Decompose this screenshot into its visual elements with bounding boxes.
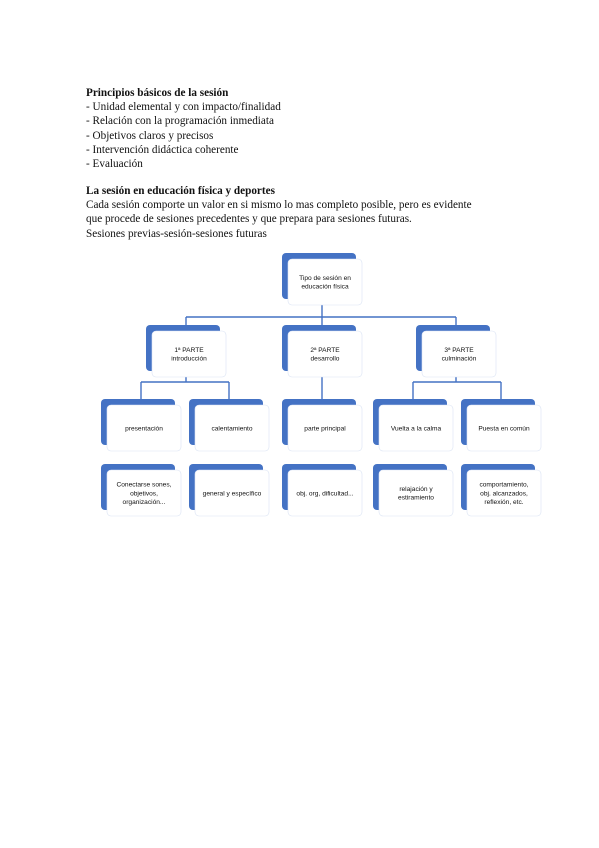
paragraph-line: Sesiones previas-sesión-sesiones futuras <box>86 227 267 240</box>
detail-node: general y específico <box>189 464 270 517</box>
step-node: calentamiento <box>189 399 270 452</box>
node-label: 1ª PARTE <box>174 347 204 354</box>
node-label: objetivos, <box>130 490 158 497</box>
root-node: Tipo de sesión en educación física <box>282 253 363 306</box>
node-label: 3ª PARTE <box>444 347 474 354</box>
node-card <box>466 404 542 452</box>
node-card <box>287 330 363 378</box>
node-label: Tipo de sesión en <box>299 275 351 282</box>
detail-node: relajación y estiramiento <box>373 464 454 517</box>
node-label: relajación y <box>399 486 433 493</box>
detail-node: comportamiento,obj. alcanzados, reflexión… <box>461 464 542 517</box>
node-label: obj. org, dificultad... <box>296 490 353 497</box>
node-label: reflexión, etc. <box>484 499 523 506</box>
node-label: introducción <box>171 356 207 363</box>
step-node: Vuelta a la calma <box>373 399 454 452</box>
list-item: - Evaluación <box>86 158 143 171</box>
node-label: desarrollo <box>311 356 340 363</box>
list-item: - Intervención didáctica coherente <box>86 143 239 156</box>
node-card <box>106 469 182 517</box>
session-section: La sesión en educación física y deportes… <box>86 184 526 241</box>
node-card <box>287 258 363 306</box>
node-label: Conectarse sones, <box>117 482 172 489</box>
node-label: presentación <box>125 425 163 432</box>
paragraph-line: que procede de sesiones precedentes y qu… <box>86 213 412 226</box>
detail-node: Conectarse sones,objetivos, organización.… <box>101 464 182 517</box>
part-node-1: 1ª PARTE introducción <box>146 325 227 378</box>
node-card <box>106 404 182 452</box>
node-card <box>378 469 454 517</box>
node-label: obj. alcanzados, <box>480 490 528 497</box>
node-label: Puesta en común <box>478 425 530 432</box>
detail-node: obj. org, dificultad... <box>282 464 363 517</box>
node-card <box>287 404 363 452</box>
node-label: calentamiento <box>211 425 252 432</box>
section-heading: Principios básicos de la sesión <box>86 87 229 99</box>
basic-principles-section: Principios básicos de la sesión - Unidad… <box>86 86 526 171</box>
node-label: Vuelta a la calma <box>391 425 442 432</box>
node-label: parte principal <box>304 425 346 432</box>
step-node: Puesta en común <box>461 399 542 452</box>
section-heading: La sesión en educación física y deportes <box>86 185 275 197</box>
node-card <box>421 330 497 378</box>
part-node-3: 3ª PARTE culminación <box>416 325 497 378</box>
node-card <box>287 469 363 517</box>
node-card <box>151 330 227 378</box>
part-node-2: 2ª PARTE desarrollo <box>282 325 363 378</box>
node-card <box>194 404 270 452</box>
node-label: organización... <box>123 499 166 506</box>
node-card <box>194 469 270 517</box>
node-card <box>378 404 454 452</box>
node-label: 2ª PARTE <box>310 347 340 354</box>
node-label: educación física <box>301 284 349 291</box>
node-label: general y específico <box>203 490 262 497</box>
list-item: - Objetivos claros y precisos <box>86 129 214 142</box>
list-item: - Relación con la programación inmediata <box>86 115 274 128</box>
node-label: estiramiento <box>398 495 434 502</box>
node-label: comportamiento, <box>479 482 528 489</box>
node-label: culminación <box>442 356 477 363</box>
paragraph-line: Cada sesión comporte un valor en si mism… <box>86 199 472 212</box>
step-node: parte principal <box>282 399 363 452</box>
list-item: - Unidad elemental y con impacto/finalid… <box>86 101 281 114</box>
step-node: presentación <box>101 399 182 452</box>
node-card <box>466 469 542 517</box>
